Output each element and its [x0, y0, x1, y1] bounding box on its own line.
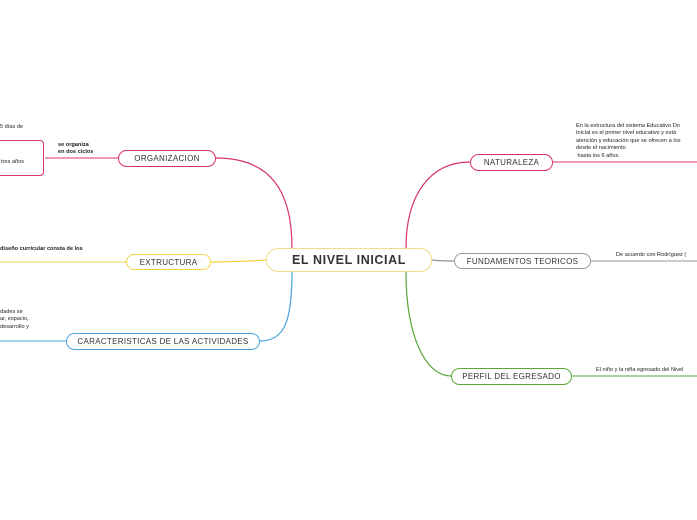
- branch-perfil[interactable]: PERFIL DEL EGRESADO: [451, 368, 572, 385]
- naturaleza-note[interactable]: En la estructura del sistema Educativo D…: [576, 123, 681, 159]
- link-fundamentos: [431, 259, 455, 262]
- perfil-note[interactable]: El niño y la niña egresado del Nivel: [596, 367, 684, 373]
- branch-naturaleza[interactable]: NATURALEZA: [470, 154, 553, 171]
- org-box[interactable]: tres años: [0, 140, 44, 176]
- link-naturaleza: [405, 161, 471, 249]
- link-organizacion: [215, 157, 293, 249]
- branch-fundamentos-label: FUNDAMENTOS TEORICOS: [466, 256, 579, 266]
- org-box-text: tres años: [1, 159, 25, 165]
- branch-naturaleza-label: NATURALEZA: [483, 158, 540, 167]
- branch-extructura[interactable]: EXTRUCTURA: [126, 254, 211, 270]
- branch-perfil-label: PERFIL DEL EGRESADO: [462, 372, 561, 381]
- link-perfil: [405, 271, 452, 377]
- link-caracteristicas: [259, 271, 293, 342]
- branch-organizacion[interactable]: ORGANIZACION: [118, 150, 216, 167]
- branch-caracteristicas[interactable]: CARACTERISTICAS DE LAS ACTIVIDADES: [66, 333, 260, 350]
- caracteristicas-note[interactable]: dades se ar, espacio, desarrollo y: [0, 309, 29, 330]
- org-subtopic[interactable]: se organiza en dos ciclos: [58, 142, 94, 156]
- branch-extructura-label: EXTRUCTURA: [139, 257, 198, 267]
- branch-caracteristicas-label: CARACTERISTICAS DE LAS ACTIVIDADES: [77, 337, 249, 346]
- central-topic[interactable]: EL NIVEL INICIAL: [266, 248, 432, 272]
- branch-organizacion-label: ORGANIZACION: [134, 154, 200, 163]
- branch-fundamentos[interactable]: FUNDAMENTOS TEORICOS: [454, 253, 591, 269]
- fundamentos-note[interactable]: De acuerdo con Rodríguez (: [616, 252, 687, 258]
- extructura-note[interactable]: diseño curricular consta de los: [0, 246, 83, 252]
- central-topic-label: EL NIVEL INICIAL: [291, 253, 406, 267]
- link-extructura: [210, 259, 267, 263]
- org-top-note: 5 días de: [0, 124, 24, 130]
